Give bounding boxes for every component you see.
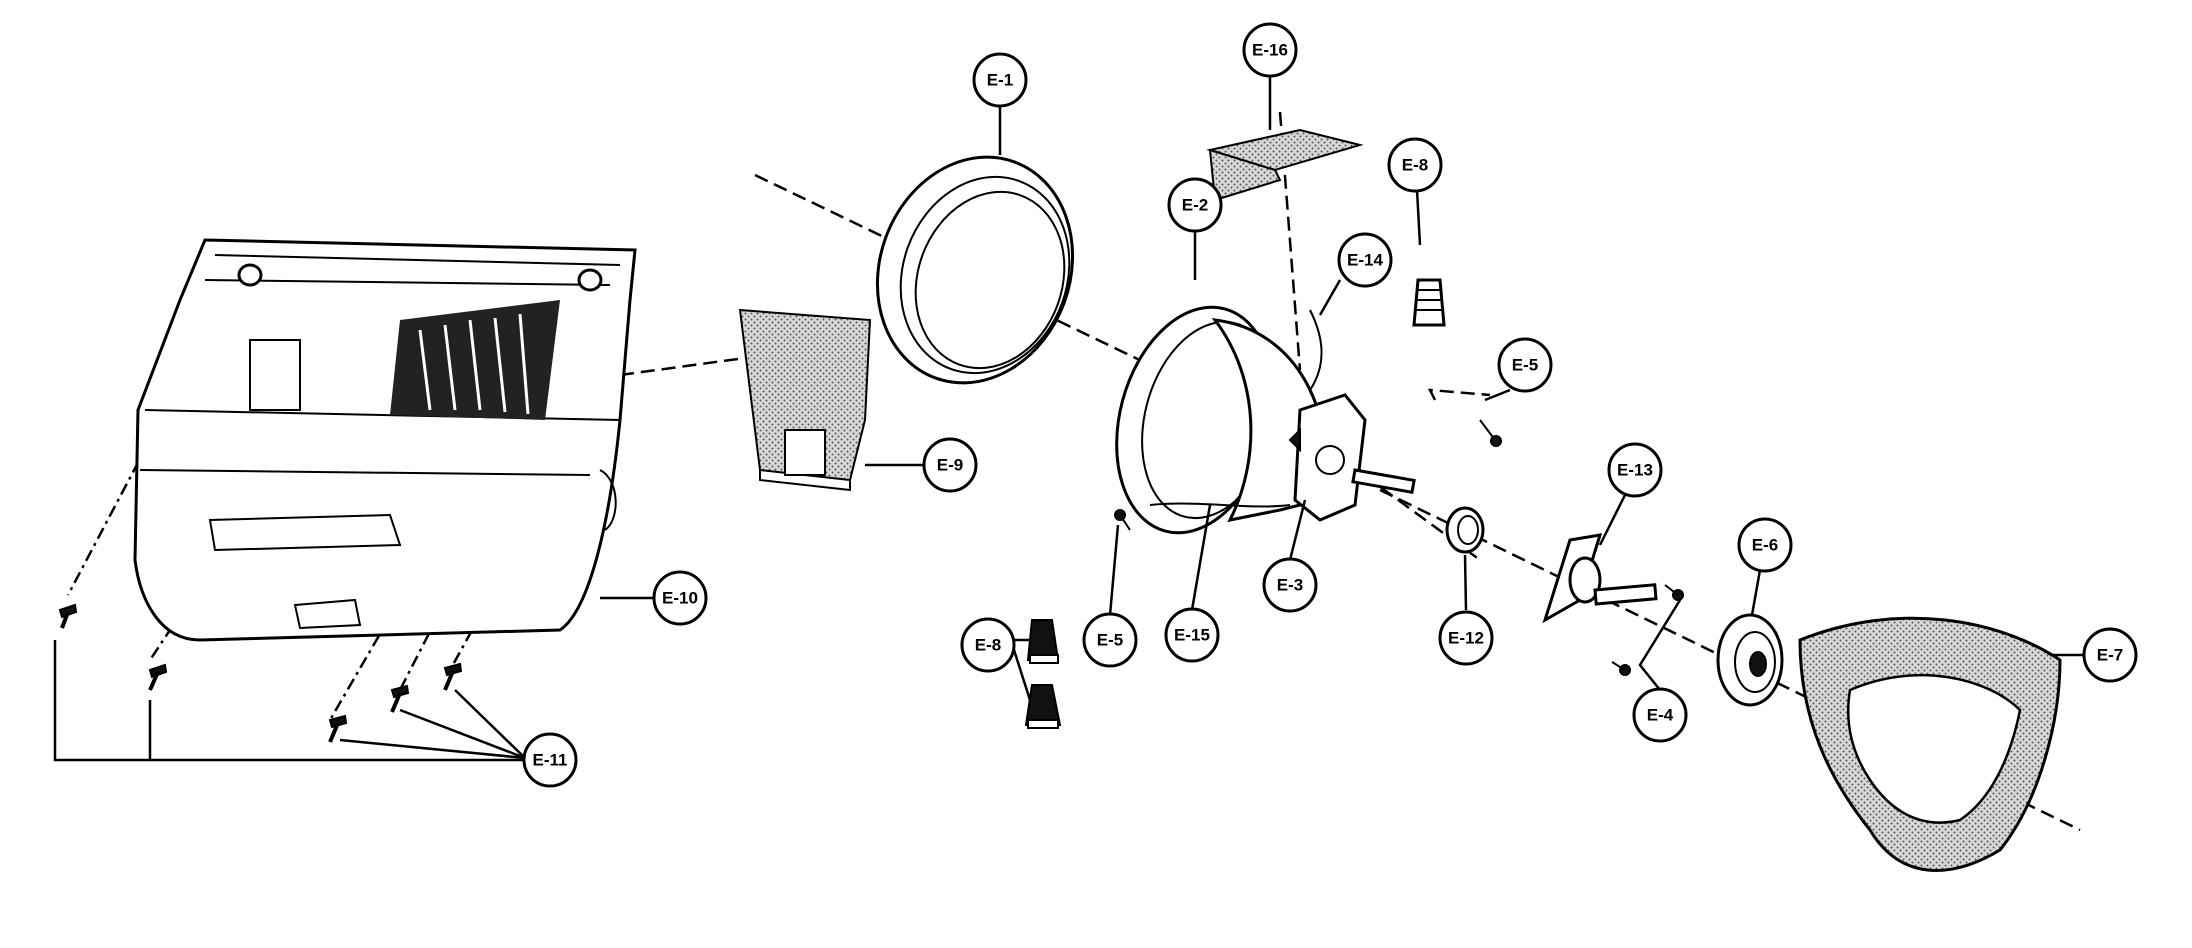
callout-e6-label: E-6 <box>1752 536 1778 555</box>
callout-e7-label: E-7 <box>2097 646 2123 665</box>
callout-e14: E-14 <box>1337 232 1393 288</box>
foam-pad-part <box>738 308 872 492</box>
callout-e8-lower-label: E-8 <box>975 636 1001 655</box>
callout-e8-upper: E-8 <box>1387 137 1443 193</box>
callout-e2-label: E-2 <box>1182 196 1208 215</box>
callout-e9-label: E-9 <box>937 456 963 475</box>
screws-e11 <box>58 603 463 743</box>
wire-nut-lower-2 <box>1024 684 1062 729</box>
callout-e3-label: E-3 <box>1277 576 1303 595</box>
cover-part <box>1798 616 2062 872</box>
callout-e11-label: E-11 <box>533 751 568 770</box>
callout-e9: E-9 <box>922 437 978 493</box>
housing-part <box>133 238 637 642</box>
callout-e6: E-6 <box>1737 517 1793 573</box>
callout-e15-label: E-15 <box>1174 626 1210 645</box>
callout-e14-label: E-14 <box>1347 251 1383 270</box>
housing-grille <box>390 300 560 420</box>
callout-e1-label: E-1 <box>987 71 1013 90</box>
ring-part <box>875 155 1075 385</box>
callout-e16-label: E-16 <box>1252 41 1288 60</box>
callout-e10: E-10 <box>652 570 708 626</box>
callout-e7: E-7 <box>2082 627 2138 683</box>
bracket-part <box>1542 533 1658 624</box>
callout-e16: E-16 <box>1242 22 1298 78</box>
lead-wire-part <box>1309 309 1323 391</box>
callout-e1: E-1 <box>972 52 1028 108</box>
motor-assembly-part <box>1288 393 1416 522</box>
callout-e4-label: E-4 <box>1647 706 1674 725</box>
bushing-part <box>1445 506 1485 554</box>
insulator-block-part <box>1206 128 1364 202</box>
screw-e5-upper <box>1479 419 1502 447</box>
callout-e5-lower-label: E-5 <box>1097 631 1123 650</box>
leader-lines <box>53 75 2085 762</box>
callout-e3: E-3 <box>1262 557 1318 613</box>
callout-e4: E-4 <box>1632 687 1688 743</box>
fan-part <box>1716 613 1784 707</box>
callout-e11: E-11 <box>522 732 578 788</box>
screw-e5-lower <box>1114 509 1131 531</box>
lead-wire-lower-part <box>1149 502 1291 508</box>
callout-e2: E-2 <box>1167 177 1223 233</box>
screws-e4 <box>1611 584 1684 676</box>
callout-e5-upper-label: E-5 <box>1512 356 1538 375</box>
wire-nut-lower-1 <box>1026 619 1060 664</box>
callout-e13: E-13 <box>1607 442 1663 498</box>
callout-e15: E-15 <box>1164 607 1220 663</box>
callout-e5-lower: E-5 <box>1082 612 1138 668</box>
callout-e13-label: E-13 <box>1617 461 1653 480</box>
wire-nut-upper <box>1412 278 1446 327</box>
callout-e12: E-12 <box>1438 610 1494 666</box>
callout-e5-upper: E-5 <box>1497 337 1553 393</box>
callout-e10-label: E-10 <box>662 589 698 608</box>
callout-e8-lower: E-8 <box>960 617 1016 673</box>
callout-e12-label: E-12 <box>1448 629 1484 648</box>
callout-e8-upper-label: E-8 <box>1402 156 1428 175</box>
